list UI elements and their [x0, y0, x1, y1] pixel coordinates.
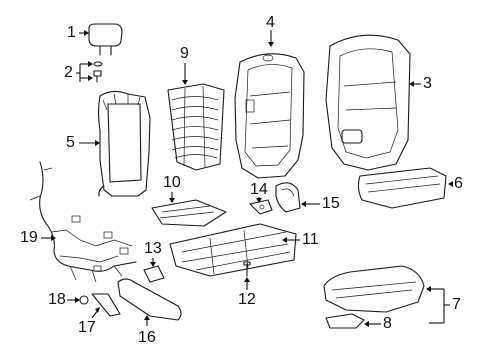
cushion-frame — [151, 199, 227, 227]
clip — [79, 295, 89, 305]
switch-assembly — [249, 199, 273, 215]
seat-cushion-pad — [323, 265, 425, 313]
callout-2: 2 — [64, 64, 73, 81]
back-suspension — [167, 83, 225, 171]
callout-15: 15 — [322, 195, 340, 212]
bolt — [243, 261, 251, 277]
callout-11: 11 — [302, 231, 319, 248]
seatback-frame — [97, 90, 151, 197]
bracket — [143, 265, 165, 283]
side-shield — [117, 278, 182, 321]
callout-8: 8 — [383, 315, 392, 332]
seat-adjuster — [169, 223, 297, 277]
seatback-cover — [325, 34, 411, 171]
seat-cushion-cover — [357, 167, 447, 209]
callout-3: 3 — [423, 75, 432, 92]
callout-19: 19 — [20, 229, 38, 246]
callout-12: 12 — [238, 291, 256, 308]
callout-1: 1 — [67, 24, 76, 41]
cushion-insert — [325, 313, 365, 329]
callout-17: 17 — [78, 319, 96, 336]
callout-5: 5 — [66, 134, 75, 151]
callout-7: 7 — [452, 296, 461, 313]
callout-16: 16 — [138, 329, 156, 346]
callout-4: 4 — [266, 14, 275, 31]
callout-10: 10 — [163, 174, 181, 191]
callout-18: 18 — [48, 291, 66, 308]
callout-14: 14 — [250, 181, 268, 198]
trim-piece — [91, 293, 121, 317]
headrest — [88, 23, 123, 56]
callout-6: 6 — [454, 175, 463, 192]
recliner-handle — [275, 182, 301, 213]
seatback-pad — [234, 53, 305, 179]
headrest-guides — [93, 61, 103, 83]
callout-13: 13 — [144, 240, 162, 257]
callout-9: 9 — [180, 45, 189, 62]
wire-harness — [29, 161, 137, 283]
